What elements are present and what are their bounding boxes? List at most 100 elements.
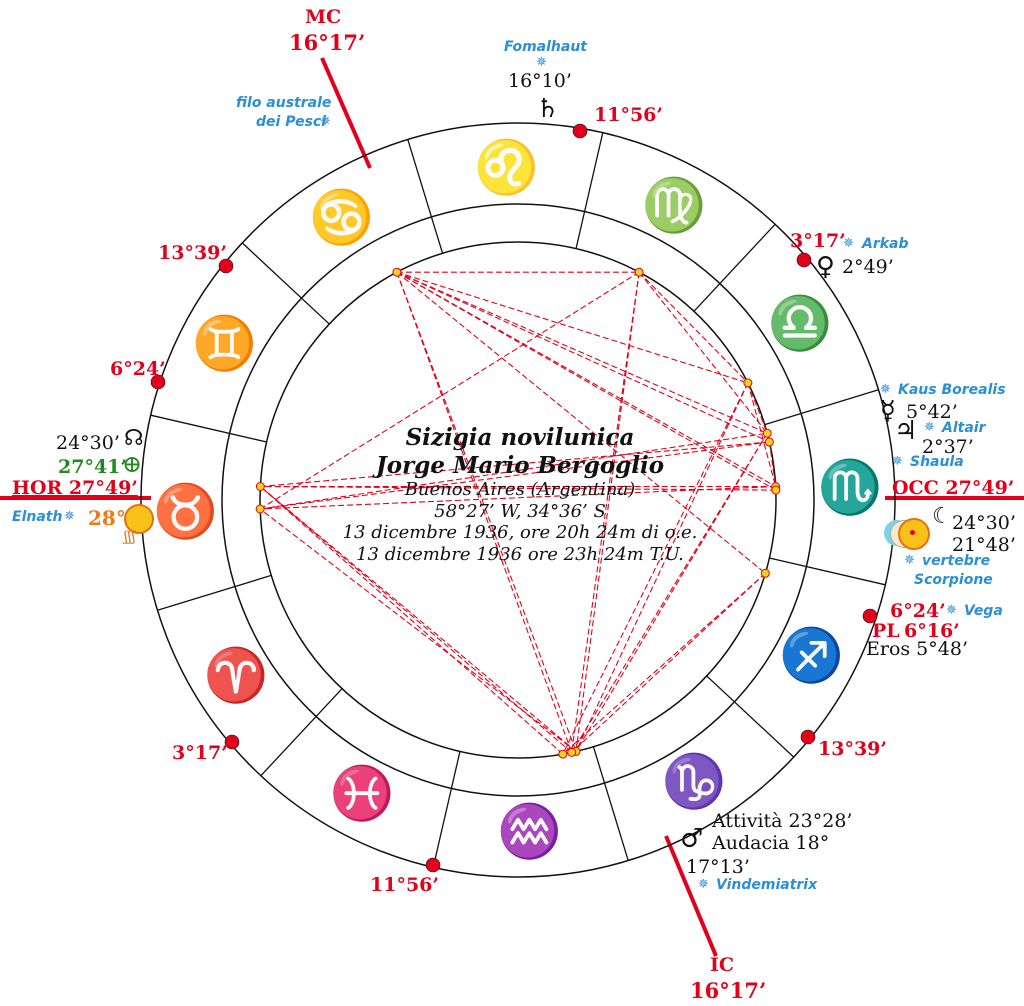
cusp-label: 6°24’	[110, 358, 166, 380]
pl-label: PL	[872, 620, 900, 642]
pl-degree: 6°16’	[904, 620, 960, 642]
coordinates: 58°27’ W, 34°36’ S	[434, 500, 606, 522]
zodiac-sign-icon: ♎	[767, 293, 833, 354]
sign-divider	[706, 675, 795, 758]
star-icon: ✵	[536, 55, 547, 70]
north-node-icon: ☊	[124, 426, 144, 451]
cusp-dot	[862, 608, 878, 624]
cusp-dot	[218, 258, 234, 274]
planet-point	[255, 504, 265, 514]
aspect-line	[575, 382, 749, 752]
aspect-line	[259, 486, 572, 753]
cusp-label: 3°17’	[790, 230, 846, 252]
aspect-line	[562, 382, 749, 755]
cusp-dot	[800, 729, 816, 745]
outer-ring	[140, 122, 896, 878]
ic-degree: 16°17’	[690, 978, 767, 1003]
cusp-label: 11°56’	[594, 104, 663, 126]
star-vertebre: vertebre	[922, 553, 991, 569]
mars-attivita: Attività 23°28’	[712, 810, 853, 832]
aspect-line	[768, 441, 777, 487]
date-ut: 13 dicembre 1936 ore 23h 24m T.U.	[356, 543, 684, 565]
fortune-degree: 27°41’	[58, 456, 127, 478]
aspect-line	[562, 572, 766, 755]
sign-divider	[693, 223, 776, 312]
aspect-line	[260, 441, 770, 510]
date-local: 13 dicembre 1936, ore 20h 24m di o.e.	[342, 522, 698, 544]
sign-divider	[592, 746, 629, 861]
planet-point	[771, 485, 781, 495]
aspect-line	[571, 572, 766, 753]
zodiac-sign-icon: ♍	[641, 176, 707, 237]
zodiac-sign-icon: ♌	[474, 137, 539, 198]
star-fomalhaut: Fomalhaut	[504, 39, 588, 55]
venus-icon: ♀	[816, 252, 836, 282]
zodiac-sign-icon: ♏	[817, 458, 883, 519]
aspect-line	[575, 432, 768, 752]
sun-degree: 28°	[88, 506, 126, 530]
inner-ring	[259, 241, 777, 759]
sign-divider	[150, 414, 267, 443]
star-altair: Altair	[942, 420, 986, 436]
planet-point	[760, 568, 770, 578]
moon-degree-2: 21°48’	[952, 534, 1016, 556]
aspect-line	[396, 271, 770, 443]
cusp-dot	[425, 857, 441, 873]
zodiac-sign-icon: ♓	[329, 763, 395, 824]
aspect-line	[638, 271, 768, 434]
star-icon: ✵	[924, 420, 935, 435]
star-scorpione: Scorpione	[914, 572, 993, 588]
subject-name: Jorge Mario Bergoglio	[375, 451, 665, 479]
aspect-line	[396, 271, 766, 574]
saturn-degree: 16°10’	[508, 70, 572, 92]
cusp-label: 6°24’	[890, 600, 946, 622]
ic-axis	[664, 835, 718, 957]
cusp-label: 3°17’	[172, 742, 228, 764]
planet-point	[558, 749, 568, 759]
zodiac-sign-icon: ♈	[203, 646, 269, 707]
star-icon: ✵	[320, 114, 331, 129]
zodiac-sign-icon: ♋	[309, 188, 375, 249]
star-vega: Vega	[964, 603, 1003, 619]
mercury-degree: 5°42’	[906, 401, 958, 423]
star-icon: ✵	[892, 454, 903, 469]
cusp-dot	[796, 252, 812, 268]
hor-label: HOR 27°49’	[12, 477, 138, 499]
aspect-line	[396, 271, 777, 491]
sun-rays-icon: ʃʃʃ	[124, 529, 136, 545]
zodiac-sign-icon: ♐	[779, 626, 844, 687]
planet-point	[764, 437, 774, 447]
aspect-line	[260, 486, 577, 752]
cusp-dot	[572, 123, 588, 139]
aspect-line	[260, 432, 768, 510]
sun-moon-conjunction-icon	[884, 518, 932, 550]
star-elnath: Elnath	[12, 509, 63, 525]
mc-axis	[320, 57, 372, 169]
mc-degree: 16°17’	[289, 30, 366, 55]
planet-point	[392, 267, 402, 277]
cusp-label: 13°39’	[158, 242, 227, 264]
middle-ring	[221, 203, 815, 797]
jupiter-degree: 2°37’	[922, 436, 974, 458]
star-kaus-borealis: Kaus Borealis	[898, 382, 1006, 398]
star-shaula: Shaula	[910, 454, 964, 470]
aspect-line	[638, 271, 749, 384]
sign-divider	[241, 242, 330, 325]
sign-divider	[432, 751, 461, 868]
zodiac-sign-icon: ♊	[192, 313, 257, 374]
star-vindemiatrix: Vindemiatrix	[716, 877, 818, 893]
mercury-icon: ☿	[880, 396, 896, 426]
star-filo-line2: dei Pesci	[256, 114, 326, 130]
star-icon: ✵	[946, 603, 957, 618]
birth-place: Buenos Aires (Argentina)	[404, 479, 636, 501]
aspect-line	[396, 272, 577, 752]
jupiter-icon: ♃	[894, 416, 918, 446]
aspect-line	[396, 271, 749, 384]
eros-label: Eros 5°48’	[866, 638, 968, 660]
aspect-line	[259, 486, 564, 755]
star-filo-line1: filo australe	[236, 95, 332, 111]
mars-degree: 17°13’	[686, 856, 750, 878]
aspect-line	[260, 485, 776, 491]
planet-point	[762, 428, 772, 438]
